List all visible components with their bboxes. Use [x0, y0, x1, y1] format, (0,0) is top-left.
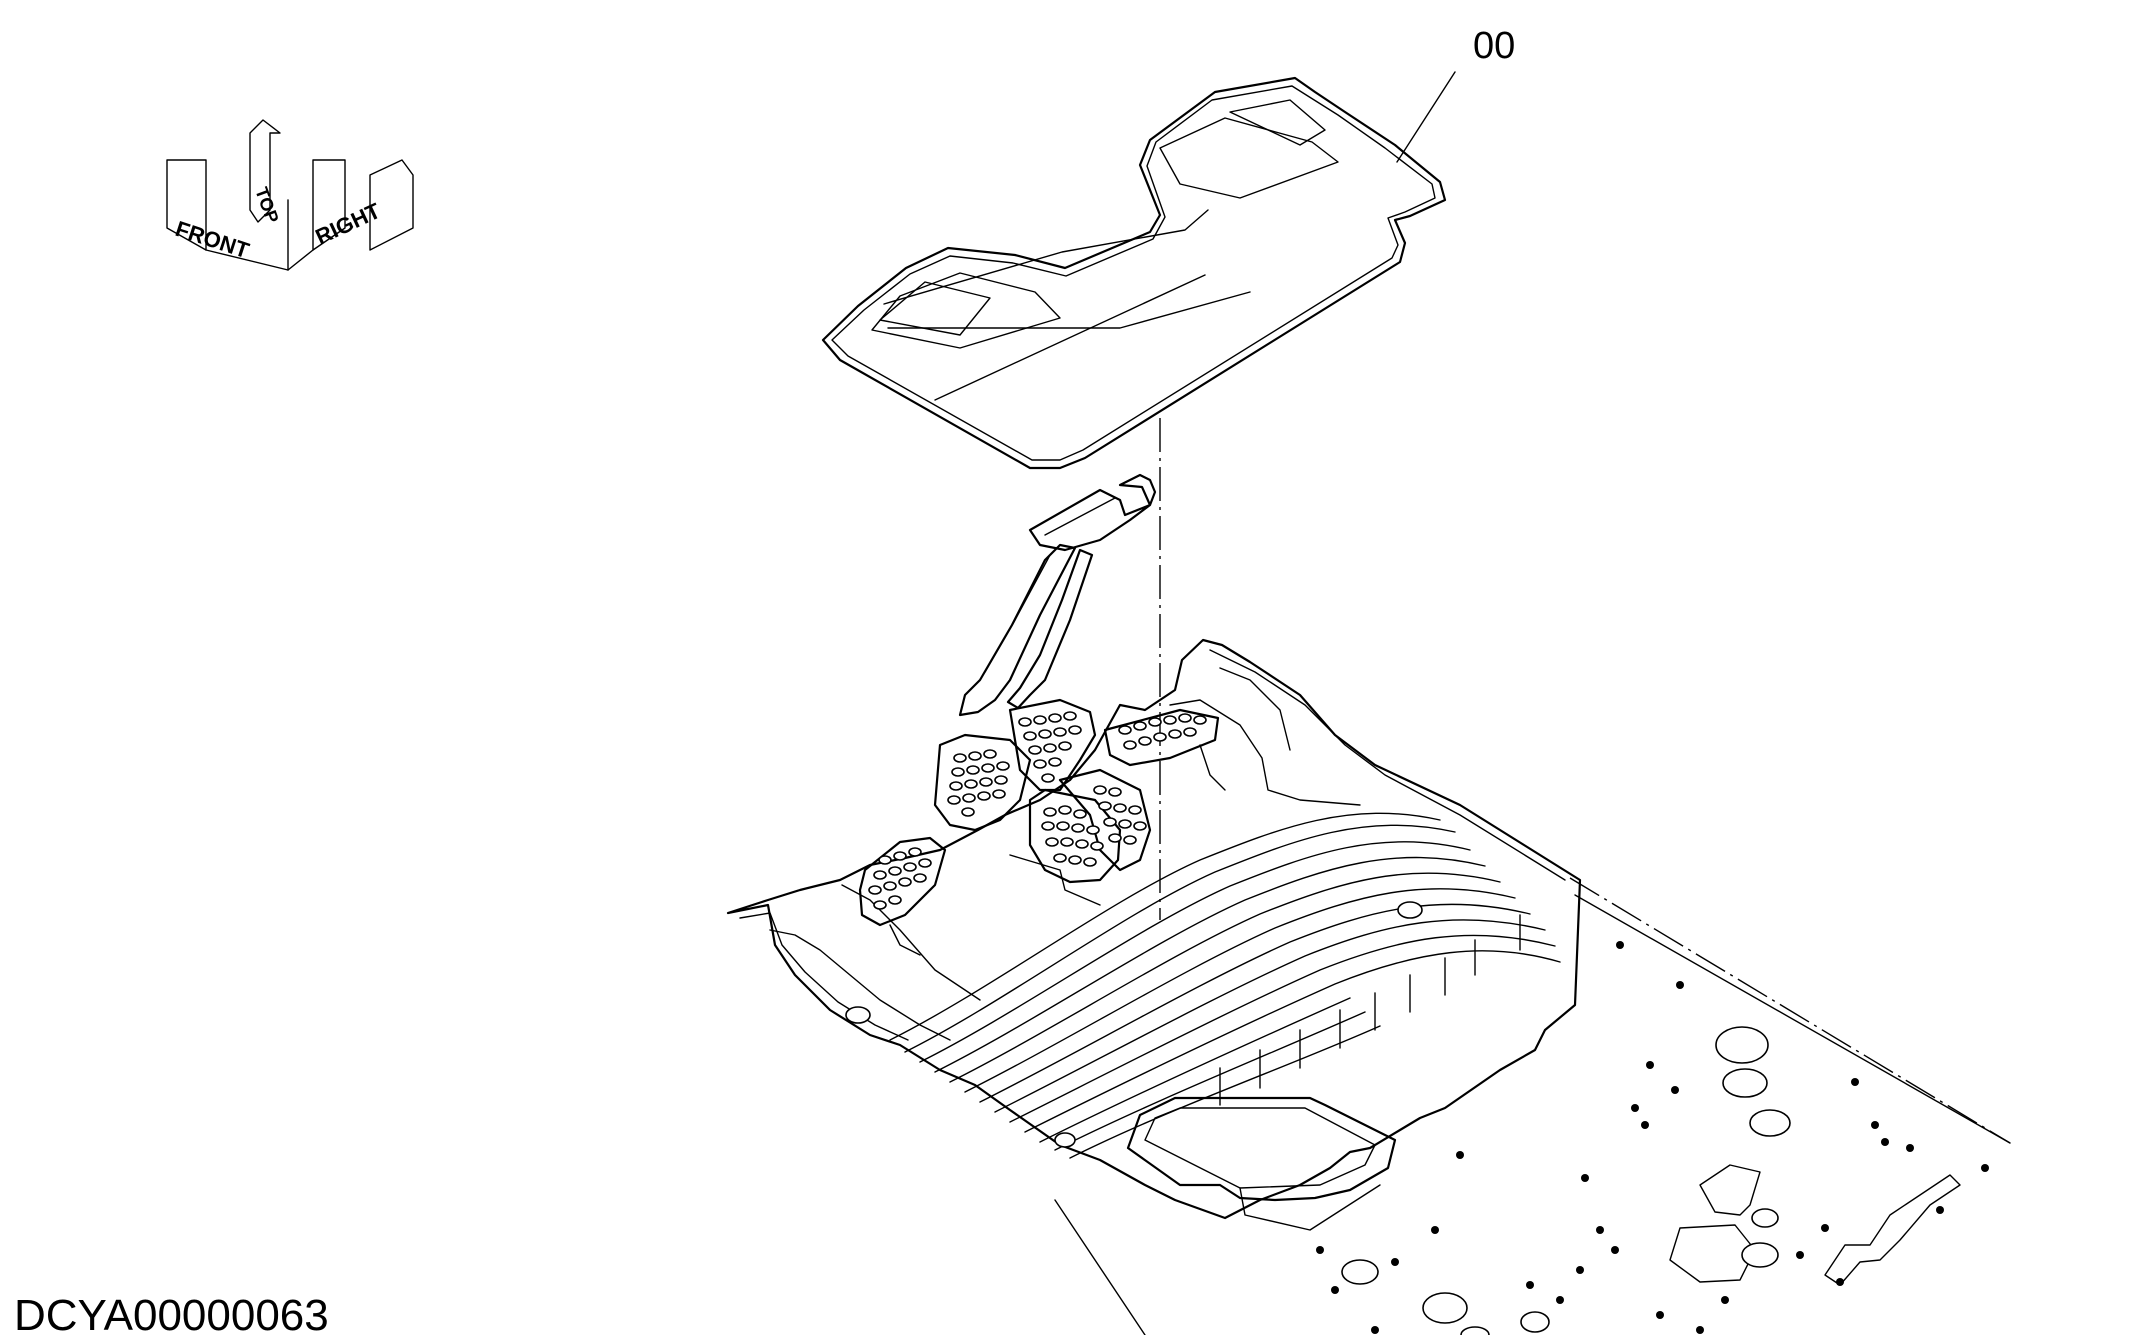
base-plate: [1054, 894, 2011, 1335]
pedal-assembly: [858, 473, 1226, 956]
center-line-diagonal: [1569, 877, 2011, 1144]
left-pedal-plate: [933, 733, 1032, 832]
pedal-studs: [868, 711, 1207, 910]
floor-box-recess: [1126, 1096, 1397, 1202]
bolt-holes: [1316, 941, 1989, 1334]
right-pedal-plate: [858, 836, 947, 927]
callout-number: 00: [1473, 25, 1515, 67]
cab-floor-panel: [726, 638, 1582, 1231]
floor-ribs: [889, 812, 1561, 1159]
floor-side-ribs: [1219, 914, 1521, 1106]
center-pedal-plate: [1008, 698, 1097, 792]
orientation-right-label: RIGHT: [312, 198, 385, 250]
drawing-id: DCYA00000063: [14, 1291, 329, 1335]
floor-mat: [821, 76, 1447, 470]
orientation-indicator: FRONT TOP RIGHT: [166, 119, 414, 271]
orientation-front-label: FRONT: [172, 216, 252, 263]
callout-leader: [1396, 71, 1456, 163]
